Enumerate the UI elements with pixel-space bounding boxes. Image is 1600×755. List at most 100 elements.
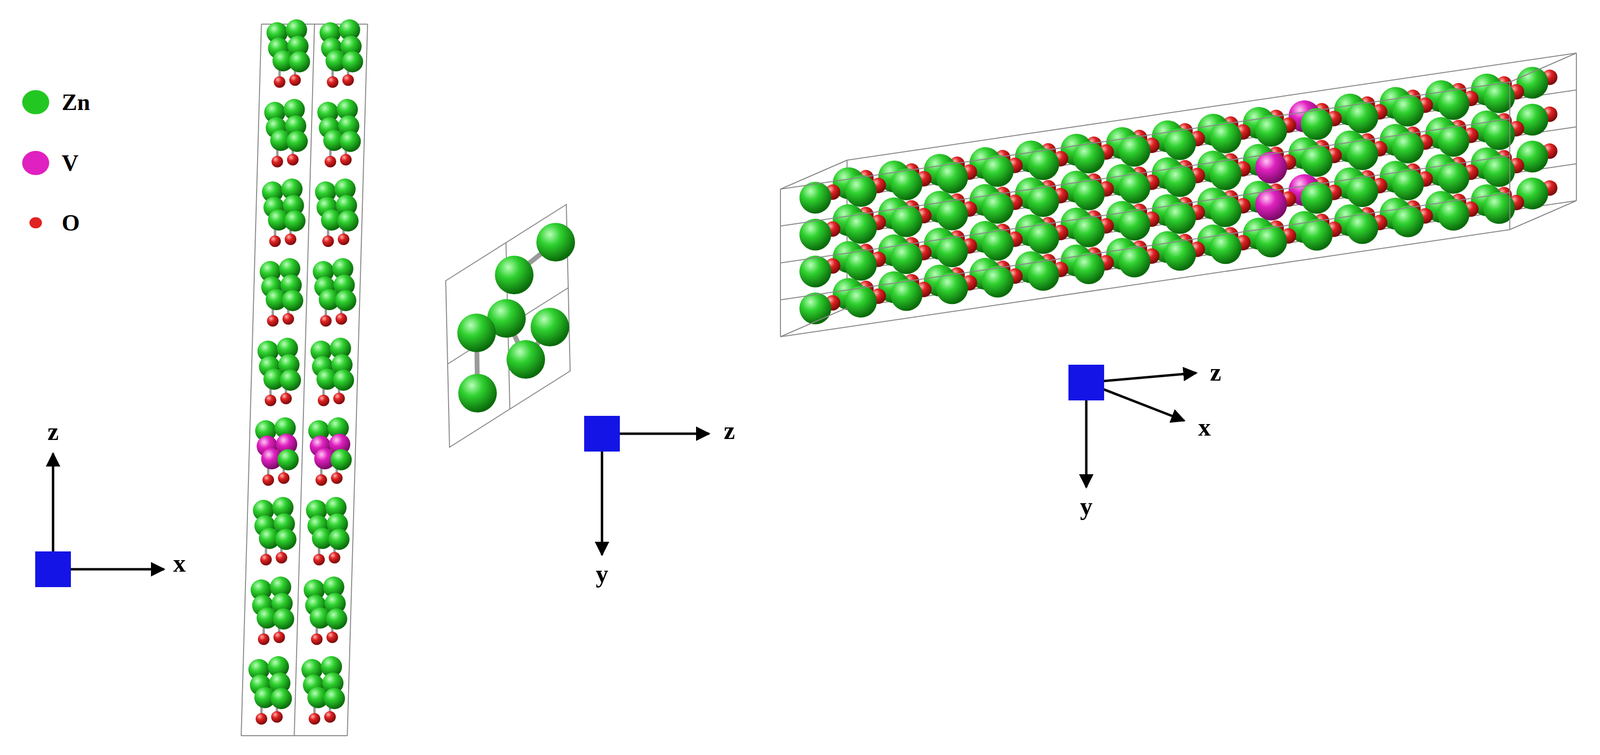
zn-atom — [890, 205, 923, 237]
zn-atom — [1072, 215, 1105, 247]
o-atom — [326, 631, 339, 643]
zn-atom — [1437, 87, 1470, 120]
zn-atom — [1392, 205, 1424, 238]
zn-atom — [286, 130, 308, 152]
zn-atom — [1209, 158, 1242, 191]
o-atom — [266, 314, 279, 327]
zn-atom — [1163, 164, 1196, 197]
zn-atom — [457, 313, 496, 353]
zn-atom — [981, 265, 1014, 298]
o-atom — [337, 233, 350, 246]
zn-atom — [799, 255, 832, 288]
o-atom — [259, 553, 272, 566]
zn-atom — [323, 687, 345, 710]
o-atom — [322, 235, 334, 247]
axis-label: z — [723, 418, 735, 444]
o-atom — [287, 153, 299, 166]
zn-atom — [936, 235, 969, 268]
axis-label: x — [173, 550, 186, 576]
o-atom — [308, 712, 321, 725]
zn-atom — [275, 528, 297, 550]
o-atom — [324, 711, 336, 723]
zn-atom — [1163, 128, 1196, 161]
zn-atom — [1118, 208, 1151, 241]
cell-edge — [780, 229, 1510, 337]
zn-atom — [273, 608, 295, 630]
cell-edge — [780, 119, 1510, 227]
zn-atom — [1118, 171, 1151, 204]
o-atom — [258, 633, 270, 645]
zn-atom — [1027, 221, 1060, 254]
zn-atom — [341, 51, 364, 73]
zn-atom — [799, 218, 832, 251]
legend-text: Zn — [61, 90, 91, 114]
zn-atom — [337, 210, 359, 232]
zn-atom — [1163, 238, 1196, 271]
zn-atom — [1300, 145, 1333, 178]
zn-atom — [936, 198, 969, 231]
zn-atom — [1027, 185, 1060, 218]
zn-atom — [1072, 141, 1105, 174]
cell-edge — [780, 307, 848, 337]
cell-edge — [780, 155, 1510, 263]
o-atom — [271, 711, 283, 723]
o-atom — [333, 392, 345, 405]
zn-atom — [1300, 181, 1333, 214]
zn-atom — [890, 278, 923, 311]
o-atom — [319, 314, 332, 327]
zn-atom — [1346, 138, 1379, 171]
o-atom — [328, 551, 341, 564]
zn-atom — [845, 248, 877, 281]
zn-atom — [1027, 148, 1060, 180]
zn-atom — [799, 181, 832, 214]
o-atom — [275, 551, 288, 564]
zn-atom — [1072, 252, 1105, 285]
zn-atom — [536, 222, 575, 262]
zn-atom — [335, 289, 357, 312]
o-atom — [282, 313, 295, 325]
o-atom — [324, 155, 337, 168]
zn-atom — [890, 168, 923, 201]
zn-atom — [279, 369, 301, 391]
zn-atom — [1437, 161, 1470, 194]
axis-label: z — [47, 419, 59, 445]
zn-atom — [1255, 225, 1287, 258]
o-atom — [273, 631, 286, 643]
cell-edge — [780, 82, 1510, 190]
cell-edge — [1509, 200, 1577, 230]
zn-atom — [1392, 131, 1424, 164]
legend-text: O — [61, 211, 80, 235]
zn-atom — [288, 51, 311, 73]
o-atom — [262, 474, 274, 486]
zn-atom — [1255, 114, 1287, 147]
zn-atom — [1209, 195, 1242, 228]
zn-atom — [330, 449, 352, 471]
zn-atom — [277, 449, 299, 471]
zn-atom — [1072, 178, 1105, 211]
o-atom — [340, 153, 352, 166]
o-atom — [342, 74, 355, 86]
zn-atom — [530, 307, 570, 347]
axis-label: z — [1209, 359, 1221, 385]
zn-atom — [1118, 245, 1151, 278]
o-atom — [271, 155, 284, 168]
zn-atom — [1027, 259, 1060, 291]
o-atom — [315, 474, 328, 486]
cell-edge — [1509, 53, 1577, 83]
legend-swatch — [29, 217, 42, 229]
cell-edge — [241, 24, 262, 736]
zn-atom — [1392, 168, 1424, 201]
axis-label: x — [1198, 414, 1211, 440]
zn-atom — [494, 255, 534, 295]
zn-atom — [326, 608, 348, 630]
zn-atom — [328, 528, 350, 550]
zn-atom — [845, 175, 877, 207]
zn-atom — [1392, 94, 1424, 127]
zn-atom — [332, 369, 355, 391]
o-atom — [269, 235, 281, 247]
axis-label: y — [595, 561, 609, 587]
v-atom — [1255, 188, 1287, 221]
zn-atom — [506, 340, 546, 379]
o-atom — [284, 233, 297, 246]
